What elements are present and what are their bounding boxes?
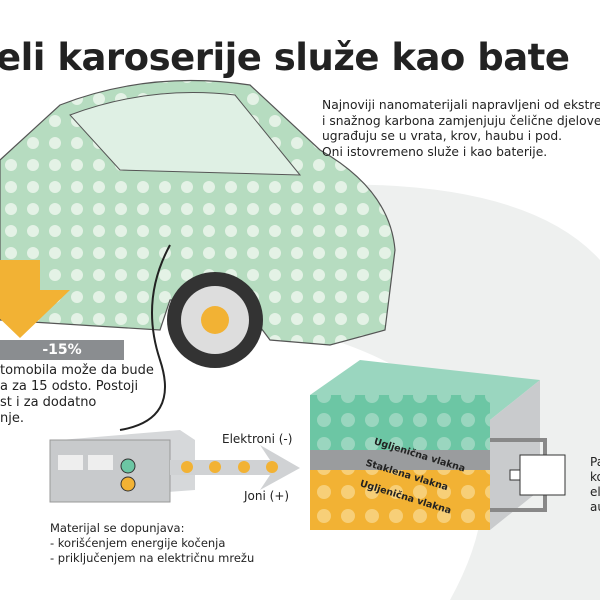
battery-block [310,360,540,530]
motor-line: au [590,500,600,514]
motor-line: el [590,485,600,499]
cable [119,244,171,431]
refill-line: - priključenjem na električnu mrežu [50,551,255,565]
description-text: Najnoviji nanomaterijali napravljeni od … [322,98,600,160]
refill-line: Materijal se dopunjava: [50,521,185,535]
motor-line: ko [590,470,600,484]
description-line: Najnoviji nanomaterijali napravljeni od … [322,98,600,112]
electrons-label: Elektroni (-) [222,432,293,446]
weight-line: a za 15 odsto. Postoji [0,379,139,394]
car-windshield [69,92,302,176]
description-line: Oni istovremeno služe i kao baterije. [322,144,548,159]
page-title: eli karoserije služe kao bate [0,36,570,79]
motor-text: Pa ko el au [590,455,600,515]
flow-arrow [170,445,300,490]
ions-label: Joni (+) [244,489,290,503]
charger [49,430,195,503]
down-arrow [0,260,70,338]
weight-reduction-badge: -15% [0,340,124,360]
weight-line: tomobila može da bude [0,363,154,378]
motor-line: Pa [590,455,600,469]
description-line: ugrađuju se u vrata, krov, haubu i pod. [322,129,563,143]
refill-line: - korišćenjem energije kočenja [50,536,226,550]
weight-line: st i za dodatno [0,395,97,410]
refill-text: Materijal se dopunjava: - korišćenjem en… [50,521,254,566]
weight-line: nje. [0,411,24,426]
weight-text: tomobila može da bude a za 15 odsto. Pos… [0,363,154,427]
motor-icon [509,454,566,496]
description-line: i snažnog karbona zamjenjuju čelične dje… [322,113,600,128]
